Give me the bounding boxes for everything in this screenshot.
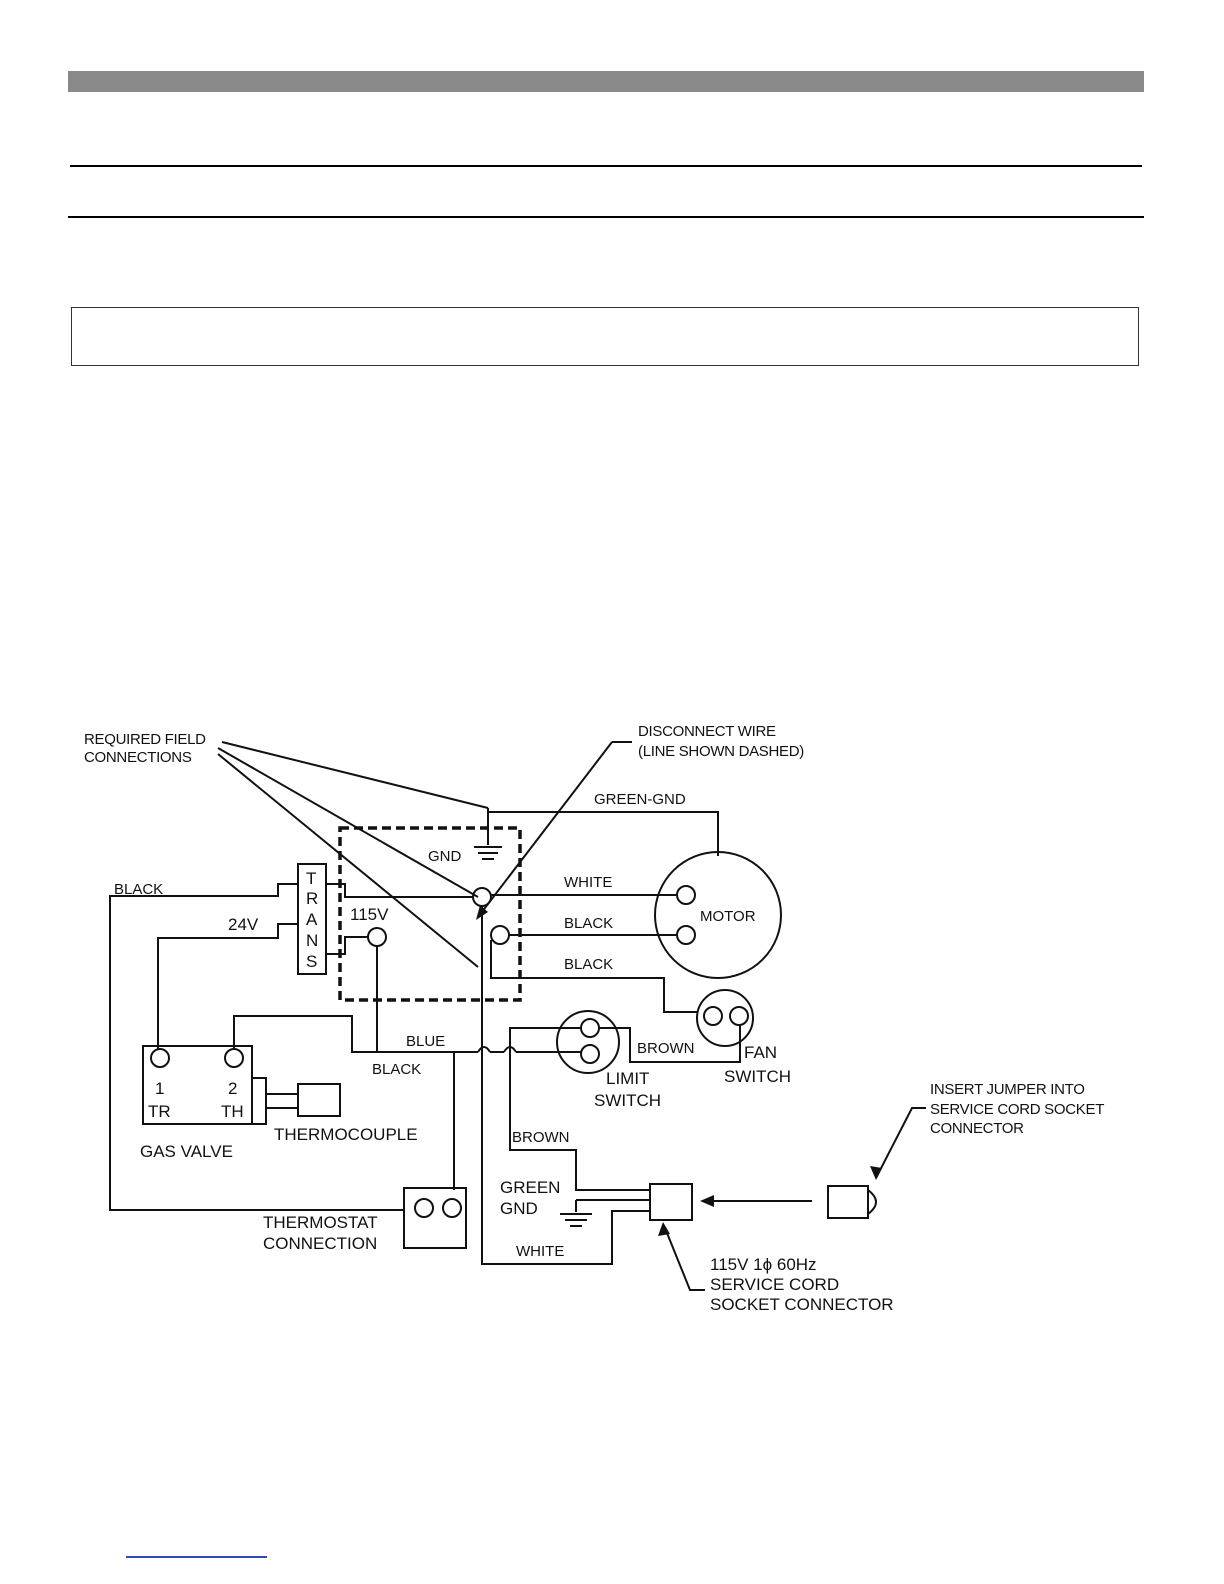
label-disconnect-wire: DISCONNECT WIRE xyxy=(638,723,776,740)
label-cord-2: SERVICE CORD xyxy=(710,1275,839,1294)
title-rule-bottom xyxy=(68,216,1144,218)
motor-terminal-2 xyxy=(676,925,696,945)
note-box xyxy=(71,307,1139,366)
wire-black-left xyxy=(109,883,404,1211)
thermocouple xyxy=(297,1083,341,1117)
fan-switch-terminal-2 xyxy=(729,1006,749,1026)
disconnect-callout-line xyxy=(477,741,613,918)
jumper-plug-cap xyxy=(867,1189,877,1215)
label-gnd: GND xyxy=(428,848,462,865)
label-connections: CONNECTIONS xyxy=(84,749,192,766)
label-cord-3: SOCKET CONNECTOR xyxy=(710,1295,894,1314)
label-brown-cord: BROWN xyxy=(512,1129,570,1146)
label-switch-fan: SWITCH xyxy=(724,1067,791,1086)
label-switch-limit: SWITCH xyxy=(594,1091,661,1110)
label-green: GREEN xyxy=(500,1178,560,1197)
wire-brown-fan-limit xyxy=(599,1026,741,1063)
label-insert-jumper-1: INSERT JUMPER INTO xyxy=(930,1081,1085,1098)
socket-callout-arrowhead xyxy=(658,1222,670,1236)
label-gv-th: TH xyxy=(221,1102,244,1121)
label-green-gnd: GREEN-GND xyxy=(594,791,686,808)
junction-box-dashed xyxy=(338,826,522,1002)
transformer xyxy=(297,863,327,975)
label-white-cord: WHITE xyxy=(516,1243,564,1260)
jumper-callout-arrowhead xyxy=(870,1166,882,1180)
trans-letter-t: T xyxy=(306,869,316,888)
label-line-shown-dashed: (LINE SHOWN DASHED) xyxy=(638,743,804,760)
wire-trans-115v xyxy=(326,936,368,955)
wire-white-cord xyxy=(481,906,650,1265)
jumper-arrowhead xyxy=(700,1195,714,1207)
thermostat-terminal-1 xyxy=(414,1198,434,1218)
wire-black-fan xyxy=(490,940,698,1013)
header-bar xyxy=(68,71,1144,92)
terminal-white xyxy=(472,887,492,907)
label-limit: LIMIT xyxy=(606,1069,649,1088)
terminal-115v xyxy=(367,927,387,947)
jumper-plug xyxy=(827,1185,869,1219)
trans-letter-s: S xyxy=(306,952,317,971)
label-thermocouple: THERMOCOUPLE xyxy=(274,1125,418,1144)
label-motor: MOTOR xyxy=(700,908,756,925)
callout-line-white-terminal xyxy=(217,747,479,898)
label-black-motor: BLACK xyxy=(564,915,613,932)
fan-switch-terminal-1 xyxy=(703,1006,723,1026)
footer-link-underline[interactable] xyxy=(126,1556,267,1558)
label-insert-jumper-2: SERVICE CORD SOCKET xyxy=(930,1101,1104,1118)
jumper-callout xyxy=(875,1107,926,1179)
label-connection: CONNECTION xyxy=(263,1234,377,1253)
thermostat-connection xyxy=(403,1187,467,1249)
label-insert-jumper-3: CONNECTOR xyxy=(930,1120,1024,1137)
limit-switch xyxy=(556,1010,620,1074)
service-cord-socket xyxy=(649,1183,693,1221)
label-black-mid: BLACK xyxy=(372,1061,421,1078)
motor-terminal-1 xyxy=(676,885,696,905)
trans-letter-r: R xyxy=(306,889,318,908)
disconnect-arrowhead xyxy=(476,905,488,920)
label-white-motor: WHITE xyxy=(564,874,612,891)
title-rule-top xyxy=(70,165,1142,167)
wire-blue-crossover-1 xyxy=(477,1046,491,1053)
gas-valve-side xyxy=(251,1077,267,1125)
wire-24v xyxy=(157,923,298,1050)
wire-green-gnd xyxy=(488,811,719,856)
label-brown-limit: BROWN xyxy=(637,1040,695,1057)
label-gv-1: 1 xyxy=(155,1079,164,1098)
label-gv-2: 2 xyxy=(228,1079,237,1098)
limit-switch-terminal-1 xyxy=(580,1018,600,1038)
wire-brown-cord xyxy=(509,1027,650,1191)
label-fan: FAN xyxy=(744,1043,777,1062)
label-blue: BLUE xyxy=(406,1033,445,1050)
label-gv-tr: TR xyxy=(148,1102,171,1121)
label-gas-valve: GAS VALVE xyxy=(140,1142,233,1161)
thermostat-terminal-2 xyxy=(442,1198,462,1218)
trans-letter-n: N xyxy=(306,931,318,950)
label-gnd-cord: GND xyxy=(500,1199,538,1218)
callout-line-gnd xyxy=(221,741,489,809)
label-24v: 24V xyxy=(228,915,259,934)
terminal-black xyxy=(490,925,510,945)
label-required-field: REQUIRED FIELD xyxy=(84,731,206,748)
label-115v: 115V xyxy=(350,905,389,924)
motor xyxy=(654,851,782,979)
label-black-fan: BLACK xyxy=(564,956,613,973)
gas-valve-terminal-th xyxy=(224,1048,244,1068)
callout-line-black-terminal xyxy=(217,753,479,968)
limit-switch-terminal-2 xyxy=(580,1044,600,1064)
wire-trans-white xyxy=(326,883,474,898)
label-thermostat: THERMOSTAT xyxy=(263,1213,378,1232)
fan-switch xyxy=(696,989,754,1047)
label-black-left: BLACK xyxy=(114,881,163,898)
trans-letter-a: A xyxy=(306,910,318,929)
gas-valve-terminal-tr xyxy=(150,1048,170,1068)
socket-callout xyxy=(664,1227,705,1291)
label-cord-1: 115V 1ϕ 60Hz xyxy=(710,1255,817,1274)
wire-black-thermostat xyxy=(233,1015,455,1190)
